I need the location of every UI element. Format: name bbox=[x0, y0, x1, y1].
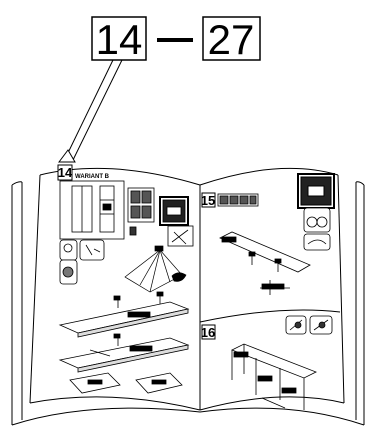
panel-2 bbox=[58, 333, 190, 373]
step-14-box bbox=[57, 164, 73, 181]
highlight-icon-15 bbox=[297, 173, 335, 209]
pyramid-drawing bbox=[124, 245, 187, 293]
hardware-icons-top bbox=[127, 187, 194, 247]
pointer-arrow bbox=[58, 59, 123, 163]
hardware-icons-16 bbox=[285, 315, 333, 335]
step-16-box bbox=[201, 324, 216, 340]
variant-label: WARIANT B bbox=[75, 174, 110, 180]
right-page-divider bbox=[199, 309, 341, 323]
range-start: 14 bbox=[96, 16, 143, 63]
beam-15 bbox=[219, 231, 311, 295]
step-15-box bbox=[201, 192, 216, 208]
right-page-bottom bbox=[199, 396, 345, 411]
range-start-box bbox=[91, 16, 147, 61]
tools-right bbox=[303, 207, 331, 251]
range-end: 27 bbox=[208, 16, 255, 63]
left-page-top bbox=[39, 167, 201, 186]
tools-left bbox=[59, 239, 105, 285]
panel-1 bbox=[58, 291, 190, 338]
header-range: 14 27 bbox=[91, 16, 261, 63]
variant-inset bbox=[59, 180, 125, 240]
step-15: 15 bbox=[201, 173, 335, 295]
step-16: 16 bbox=[201, 315, 333, 410]
drawer-frame-16 bbox=[231, 343, 317, 410]
booklet bbox=[11, 167, 365, 426]
step-14-number: 14 bbox=[58, 165, 73, 180]
step-14: 14 WARIANT B bbox=[57, 164, 194, 394]
arrow-head bbox=[58, 149, 76, 163]
range-end-box bbox=[202, 16, 261, 61]
bottom-panels bbox=[69, 372, 183, 394]
right-page-top bbox=[199, 167, 339, 186]
step-15-number: 15 bbox=[201, 193, 215, 208]
step-16-number: 16 bbox=[201, 325, 215, 340]
hardware-strip-15 bbox=[217, 193, 259, 207]
left-page-bottom bbox=[29, 396, 201, 411]
